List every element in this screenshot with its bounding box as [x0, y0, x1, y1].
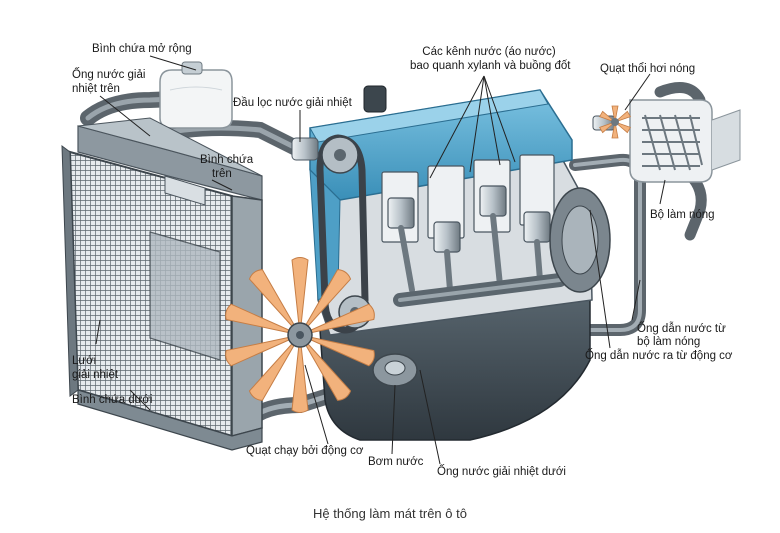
leader-expansion-tank [149, 55, 197, 71]
label-expansion-tank: Bình chứa mở rộng [92, 43, 192, 55]
label-upper-hose-line1: Ống nước giải [72, 69, 146, 81]
label-heater-return-line2: bộ làm nóng [637, 336, 701, 348]
leader-heater-fan [624, 73, 651, 111]
leader-lower-hose [419, 369, 441, 465]
leader-lower-tank [129, 389, 151, 411]
engine [309, 85, 611, 441]
leader-core [95, 319, 101, 345]
thermostat-housing [291, 137, 319, 161]
leader-lines [95, 55, 666, 465]
engine-fan [225, 257, 375, 413]
leader-water-pump [391, 384, 396, 455]
leader-engine-outlet [589, 209, 611, 349]
label-upper-hose-line2: nhiệt trên [72, 83, 120, 95]
heater-supply-hose [684, 169, 707, 241]
label-water-jackets-line1: Các kênh nước (áo nước) [422, 46, 556, 58]
leader-engine-fan [304, 364, 329, 445]
heater-fan [592, 105, 631, 139]
heater-unit [629, 99, 741, 183]
water-pump [372, 353, 418, 387]
leader-heater-return [631, 279, 641, 321]
leader-water-jacket-1 [429, 75, 485, 179]
label-upper-tank-line2: trên [212, 168, 232, 180]
pistons [387, 185, 551, 253]
radiator-lower-tank [77, 389, 263, 451]
oil-pan [319, 299, 591, 441]
figure-caption: Hệ thống làm mát trên ô tô [313, 506, 467, 521]
label-core-line2: giải nhiệt [72, 369, 119, 381]
label-engine-outlet: Ống dẫn nước ra từ động cơ [585, 350, 733, 362]
label-water-pump: Bơm nước [368, 456, 424, 468]
leader-water-jacket-2 [469, 75, 485, 173]
label-engine-fan: Quạt chạy bởi động cơ [246, 445, 364, 457]
leader-upper-hose [99, 95, 151, 137]
leader-water-jacket-4 [483, 75, 516, 163]
label-lower-hose: Ống nước giải nhiệt dưới [437, 466, 566, 478]
label-heater-return-line1: Ống dẫn nước từ [637, 323, 726, 335]
label-heater-fan: Quạt thổi hơi nóng [600, 63, 696, 75]
label-water-jackets-line2: bao quanh xylanh và buồng đốt [410, 60, 571, 72]
oil-filler-cap [363, 85, 387, 113]
label-lower-tank: Bình chứa dưới [72, 394, 153, 406]
leader-upper-tank [211, 179, 233, 191]
engine-outlet-hose [654, 82, 706, 106]
label-upper-tank-line1: Bình chứa [200, 154, 254, 166]
leader-heater [659, 179, 666, 205]
expansion-tank [159, 61, 233, 129]
label-heater: Bộ làm nóng [650, 209, 715, 221]
label-core-line1: Lưới [72, 355, 97, 367]
leader-water-jacket-3 [483, 75, 501, 166]
label-thermostat: Đầu lọc nước giải nhiệt [233, 97, 352, 109]
